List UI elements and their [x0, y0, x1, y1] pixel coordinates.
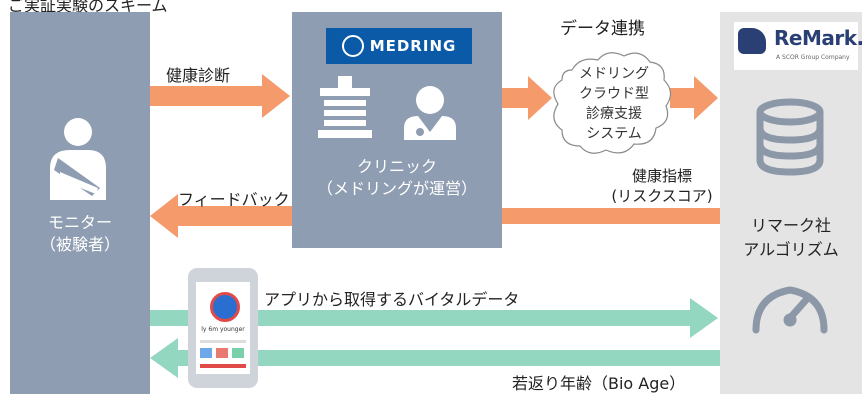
clinic-to-cloud-arrow — [502, 76, 552, 120]
cloud-to-remark-arrow — [670, 76, 718, 120]
cloud-line-1: メドリング — [579, 66, 649, 82]
clinic-label: クリニック （メドリングが運営） — [292, 156, 502, 200]
health-check-label: 健康診断 — [166, 66, 231, 85]
bio-age-label: 若返り年齢（Bio Age） — [512, 374, 686, 393]
monitor-label: モニター （被験者） — [10, 212, 150, 256]
vital-data-arrow — [150, 298, 718, 338]
remark-panel — [720, 12, 862, 394]
phone-tile-2 — [216, 348, 228, 358]
health-index-arrow — [502, 208, 720, 224]
remark-logo-mark — [738, 28, 766, 54]
phone-app-text: ly 6m younger — [201, 326, 245, 333]
cloud-line-4: システム — [586, 126, 642, 142]
health-index-line1: 健康指標 — [631, 167, 692, 185]
phone-line — [200, 340, 246, 343]
remark-label-line2: アルゴリズム — [743, 240, 839, 259]
doctor-icon — [404, 86, 456, 140]
health-check-arrow — [150, 74, 290, 118]
phone-screen: ly 6m younger — [196, 282, 250, 374]
remark-label: リマーク社 アルゴリズム — [720, 214, 862, 262]
injured-person-icon — [50, 118, 106, 200]
medring-logo: MEDRING — [326, 28, 472, 64]
health-index-line2: (リスクスコア) — [611, 187, 713, 205]
remark-label-line1: リマーク社 — [750, 216, 831, 235]
phone-tile-3 — [232, 348, 244, 358]
building-icon — [318, 76, 372, 138]
phone-nav — [200, 364, 246, 368]
monitor-label-line1: モニター — [47, 213, 112, 232]
medring-logo-mark — [341, 35, 364, 57]
monitor-panel — [10, 12, 150, 394]
feedback-arrow — [150, 194, 292, 238]
clinic-label-line1: クリニック — [356, 157, 437, 176]
health-index-label: 健康指標 (リスクスコア) — [606, 166, 718, 206]
phone-avatar — [210, 292, 240, 322]
cloud-line-3: 診療支援 — [586, 106, 642, 122]
feedback-label: フィードバック — [178, 190, 290, 209]
cloud-text: メドリング クラウド型 診療支援 システム — [556, 64, 672, 144]
clinic-label-line2: （メドリングが運営） — [316, 179, 477, 198]
vital-data-label: アプリから取得するバイタルデータ — [264, 290, 520, 309]
cloud-shape — [553, 52, 672, 154]
remark-logo-name: ReMark. — [774, 26, 862, 50]
gauge-icon — [752, 286, 828, 334]
cloud-line-2: クラウド型 — [579, 86, 649, 102]
medring-logo-text: MEDRING — [369, 37, 457, 55]
phone-tile-1 — [200, 348, 212, 358]
monitor-label-line2: （被験者） — [39, 235, 120, 254]
data-link-heading: データ連携 — [560, 19, 645, 39]
bio-age-arrow — [150, 338, 720, 378]
diagram-title: ご実証実験のスキーム — [8, 0, 168, 15]
remark-logo-sub: A SCOR Group Company — [776, 54, 850, 61]
database-icon — [756, 98, 824, 176]
